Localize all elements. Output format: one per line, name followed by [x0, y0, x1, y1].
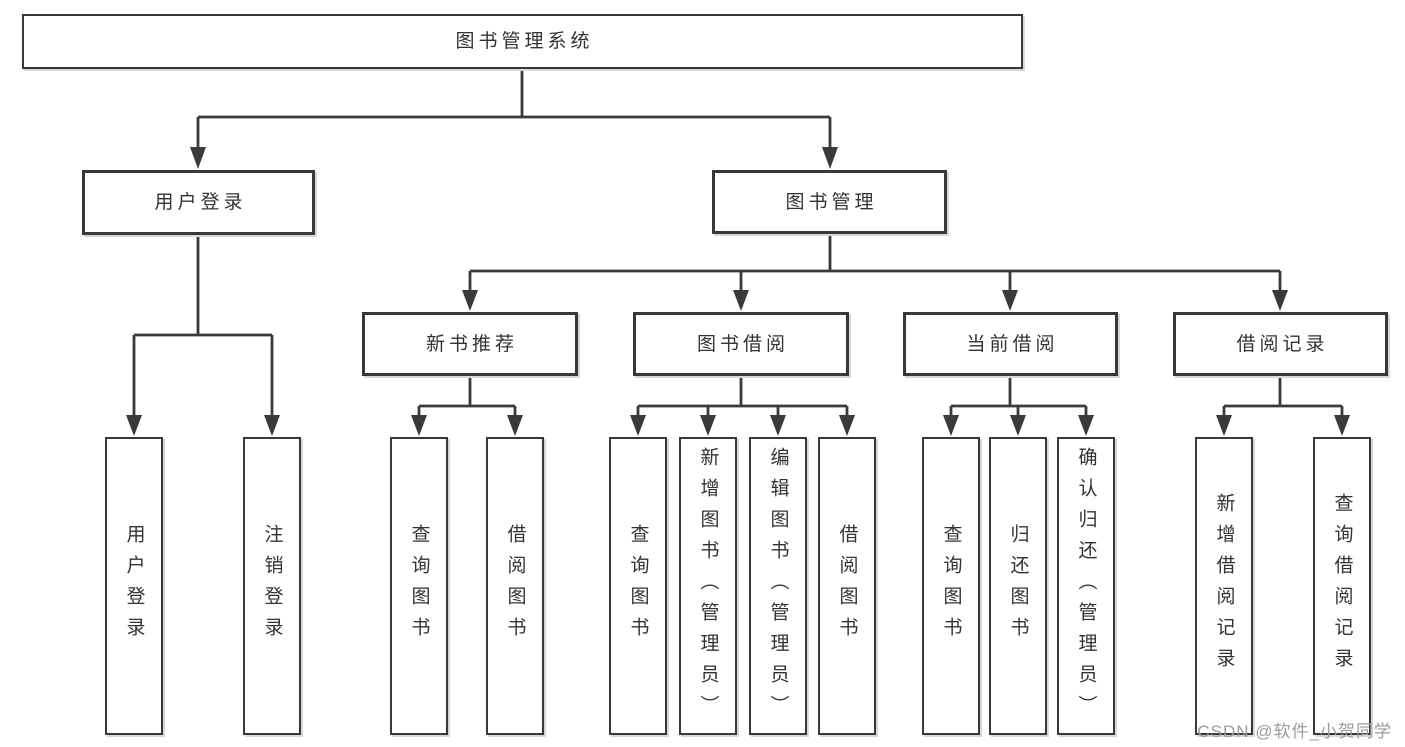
leaf-query-books-current: 查询图书 — [922, 437, 980, 735]
node-label: 图书管理系统 — [455, 31, 594, 52]
csdn-watermark: CSDN @软件_小贺同学 — [1197, 722, 1392, 741]
node-label: 新书推荐 — [425, 333, 518, 355]
leaf-confirm-return-admin: 确认归还（管理员） — [1057, 437, 1115, 735]
node-label: 用户登录 — [123, 524, 145, 648]
node-label: 查询借阅记录 — [1331, 493, 1353, 679]
node-label: 图书管理 — [785, 191, 878, 213]
node-label: 新增借阅记录 — [1213, 493, 1235, 679]
leaf-user-login: 用户登录 — [105, 437, 163, 735]
leaf-query-books-borrowing: 查询图书 — [609, 437, 667, 735]
leaf-borrow-books: 借阅图书 — [818, 437, 876, 735]
node-label: 图书借阅 — [696, 333, 789, 355]
node-user-login: 用户登录 — [82, 170, 315, 235]
node-label: 用户登录 — [154, 192, 247, 213]
node-label: 编辑图书（管理员） — [767, 446, 789, 726]
leaf-logout: 注销登录 — [243, 437, 301, 735]
node-new-book-recommendation: 新书推荐 — [362, 312, 578, 376]
node-label: 确认归还（管理员） — [1075, 446, 1097, 726]
node-book-borrowing: 图书借阅 — [633, 312, 849, 376]
leaf-add-book-admin: 新增图书（管理员） — [679, 437, 737, 735]
node-borrowing-records: 借阅记录 — [1173, 312, 1388, 376]
node-label: 查询图书 — [408, 524, 430, 648]
leaf-edit-book-admin: 编辑图书（管理员） — [749, 437, 807, 735]
node-label: 新增图书（管理员） — [697, 446, 719, 726]
node-label: 归还图书 — [1007, 524, 1029, 648]
leaf-return-books: 归还图书 — [989, 437, 1047, 735]
node-label: 借阅图书 — [836, 524, 858, 648]
node-label: 查询图书 — [940, 524, 962, 648]
node-library-management-system: 图书管理系统 — [22, 14, 1023, 69]
leaf-borrow-books-recommendation: 借阅图书 — [486, 437, 544, 735]
node-label: 查询图书 — [627, 524, 649, 648]
node-label: 借阅记录 — [1236, 333, 1329, 355]
node-current-borrowing: 当前借阅 — [903, 312, 1118, 376]
node-label: 注销登录 — [261, 524, 283, 648]
node-book-management: 图书管理 — [712, 170, 947, 234]
node-label: 当前借阅 — [966, 333, 1059, 355]
node-label: 借阅图书 — [504, 524, 526, 648]
leaf-query-borrow-record: 查询借阅记录 — [1313, 437, 1371, 735]
leaf-add-borrow-record: 新增借阅记录 — [1195, 437, 1253, 735]
leaf-query-books-recommendation: 查询图书 — [390, 437, 448, 735]
